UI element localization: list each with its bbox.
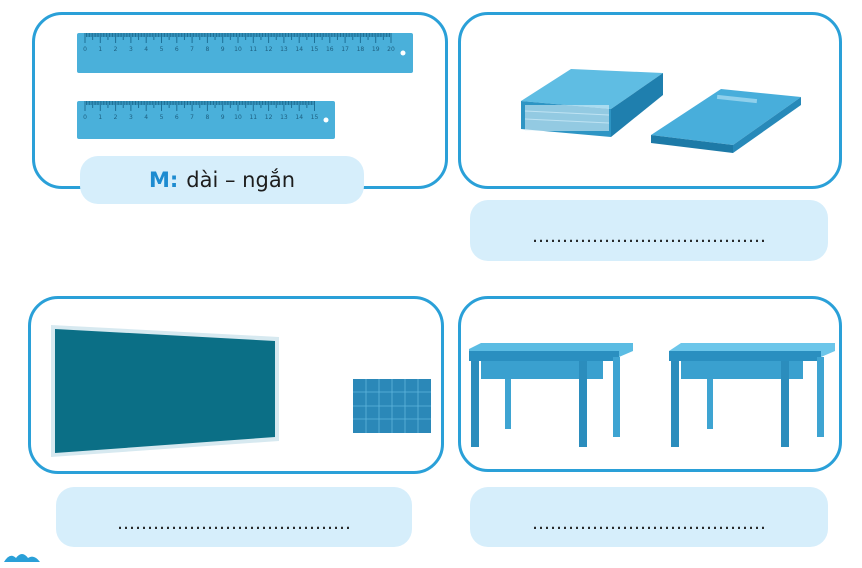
ruler-number: 15	[311, 114, 319, 121]
ruler-number: 9	[221, 114, 225, 121]
ruler-number: 0	[83, 114, 87, 121]
ruler-number: 2	[114, 46, 118, 53]
small-board	[353, 379, 431, 433]
ruler-number: 15	[311, 46, 319, 53]
ruler-number: 5	[160, 46, 164, 53]
ruler-number: 7	[190, 114, 194, 121]
ruler-number: 20	[387, 46, 395, 53]
ruler-number: 9	[221, 46, 225, 53]
ruler-number: 12	[265, 46, 273, 53]
answer-pill-tables[interactable]: …………………………………	[470, 487, 828, 547]
ruler-number: 13	[280, 46, 288, 53]
thin-book	[651, 89, 801, 153]
ruler-number: 18	[357, 46, 365, 53]
ruler-number: 4	[144, 46, 148, 53]
answer-blank[interactable]: …………………………………	[117, 512, 351, 534]
card-tables	[458, 296, 842, 472]
answer-blank[interactable]: …………………………………	[532, 512, 766, 534]
ruler-number: 3	[129, 46, 133, 53]
ruler-number: 16	[326, 46, 334, 53]
ruler-number: 14	[295, 46, 303, 53]
ruler-number: 1	[98, 114, 102, 121]
answer-pill-boards[interactable]: …………………………………	[56, 487, 412, 547]
left-table	[469, 343, 633, 447]
ruler-number: 12	[265, 114, 273, 121]
ruler-number: 6	[175, 114, 179, 121]
ruler-number: 8	[205, 114, 209, 121]
ruler-number: 7	[190, 46, 194, 53]
ruler-number: 8	[205, 46, 209, 53]
right-table	[669, 343, 835, 447]
ruler-number: 6	[175, 46, 179, 53]
thick-book	[521, 69, 663, 137]
ruler-number: 19	[372, 46, 380, 53]
example-pill: M: dài – ngắn	[80, 156, 364, 204]
ruler-number: 3	[129, 114, 133, 121]
ruler-number: 11	[249, 114, 257, 121]
example-text: dài – ngắn	[186, 168, 295, 192]
ruler-number: 10	[234, 46, 242, 53]
answer-blank[interactable]: …………………………………	[532, 226, 766, 247]
answer-pill-books[interactable]: …………………………………	[470, 200, 828, 261]
ruler-number: 2	[114, 114, 118, 121]
ruler-number: 4	[144, 114, 148, 121]
card-books	[458, 12, 842, 189]
ruler-number: 10	[234, 114, 242, 121]
ruler-number: 5	[160, 114, 164, 121]
logo-icon	[4, 554, 40, 562]
ruler-number: 1	[98, 46, 102, 53]
ruler-number: 0	[83, 46, 87, 53]
large-board	[51, 325, 279, 457]
ruler-number: 17	[341, 46, 349, 53]
ruler-number: 11	[249, 46, 257, 53]
ruler-number: 14	[295, 114, 303, 121]
card-boards	[28, 296, 444, 474]
example-label: M:	[149, 168, 179, 192]
ruler-number: 13	[280, 114, 288, 121]
